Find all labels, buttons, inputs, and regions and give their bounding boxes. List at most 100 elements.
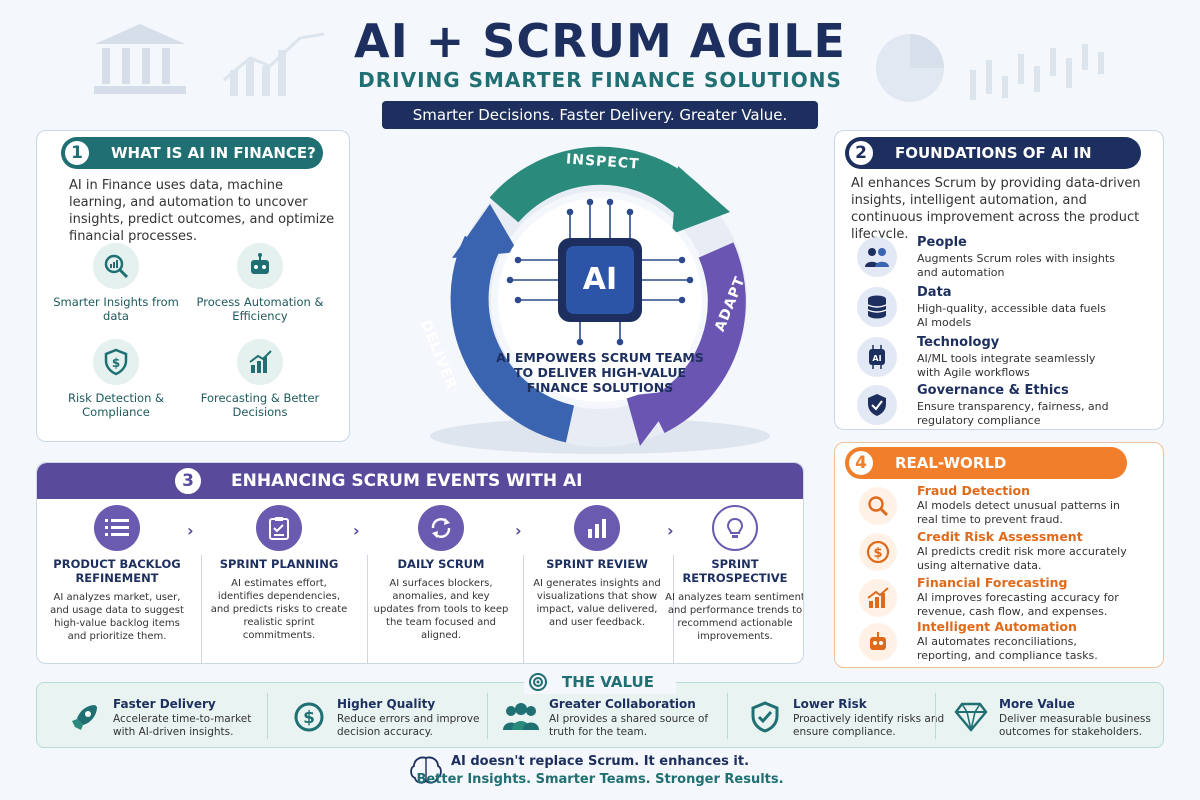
application-title: Intelligent Automation	[917, 619, 1077, 634]
section-2-item: People Augments Scrum roles with insight…	[857, 235, 1177, 281]
page-title: AI + SCRUM AGILE	[354, 14, 846, 68]
application-title: Fraud Detection	[917, 483, 1031, 498]
value-item-title: Greater Collaboration	[549, 697, 696, 711]
section-1-item: Forecasting & Better Decisions	[185, 339, 335, 419]
scrum-cycle-diagram	[430, 146, 770, 454]
section-4-title: REAL-WORLD APPLICATIONS	[895, 454, 1018, 504]
section-3-card: 3 ENHANCING SCRUM EVENTS WITH AI PRODUCT…	[36, 462, 804, 664]
application-item: $ Credit Risk Assessment AI predicts cre…	[847, 529, 1167, 579]
section-1-number: 1	[63, 139, 91, 167]
value-item-title: Higher Quality	[337, 697, 436, 711]
divider	[727, 693, 728, 739]
database-icon	[857, 287, 897, 327]
section-4-card: 4 REAL-WORLD APPLICATIONS Fraud Detectio…	[834, 442, 1164, 668]
growth-chart-icon	[223, 32, 325, 96]
ai-chip-icon: AI	[857, 337, 897, 377]
section-1-header: 1 WHAT IS AI IN FINANCE?	[61, 137, 323, 169]
scrum-event-desc: AI analyzes team sentiment and performan…	[665, 592, 804, 642]
section-3-header: 3 ENHANCING SCRUM EVENTS WITH AI	[37, 463, 803, 499]
section-1-description: AI in Finance uses data, machine learnin…	[69, 178, 335, 244]
footer-line-1: AI doesn't replace Scrum. It enhances it…	[450, 754, 750, 769]
diamond-icon	[951, 697, 991, 737]
svg-text:AI: AI	[872, 354, 881, 363]
magnifier-chart-icon	[93, 243, 139, 289]
lightbulb-icon	[712, 505, 758, 551]
section-1-item-label: Risk Detection & Compliance	[68, 391, 164, 419]
value-item-desc: AI provides a shared source of truth for…	[549, 713, 709, 738]
section-1-title: WHAT IS AI IN FINANCE?	[111, 144, 316, 162]
svg-text:$: $	[112, 356, 120, 370]
pie-chart-icon	[876, 34, 944, 102]
value-item-title: Faster Delivery	[113, 697, 216, 711]
scrum-event-desc: AI surfaces blockers, anomalies, and key…	[373, 578, 509, 641]
scrum-event-desc: AI analyzes market, user, and usage data…	[50, 592, 184, 642]
scrum-event: SPRINT RETROSPECTIVE AI analyzes team se…	[665, 505, 804, 643]
center-message: AI EMPOWERS SCRUM TEAMS TO DELIVER HIGH-…	[496, 350, 704, 395]
application-item: Fraud Detection AI models detect unusual…	[847, 483, 1167, 533]
chevron-right-icon: ›	[353, 521, 360, 540]
shield-dollar-icon: $	[93, 339, 139, 385]
scrum-event: SPRINT REVIEW AI generates insights and …	[527, 505, 667, 629]
shield-check-icon	[745, 697, 785, 737]
scrum-event: PRODUCT BACKLOG REFINEMENT AI analyzes m…	[47, 505, 187, 643]
section-3-title: ENHANCING SCRUM EVENTS WITH AI	[231, 471, 583, 491]
application-desc: AI predicts credit risk more accurately …	[917, 545, 1127, 572]
chevron-right-icon: ›	[515, 521, 522, 540]
scrum-event-title: SPRINT RETROSPECTIVE	[682, 557, 788, 585]
divider	[673, 555, 674, 663]
application-desc: AI automates reconciliations, reporting,…	[917, 635, 1098, 662]
svg-text:$: $	[303, 708, 315, 728]
candlestick-chart-icon	[970, 44, 1104, 100]
robot-icon	[237, 243, 283, 289]
ai-chip-label: AI	[582, 262, 618, 297]
section-2-item-title: Data	[917, 285, 952, 300]
scrum-event-desc: AI estimates effort, identifies dependen…	[210, 578, 348, 641]
scrum-event-desc: AI generates insights and visualizations…	[533, 578, 661, 628]
divider	[487, 693, 488, 739]
section-2-item-title: Governance & Ethics	[917, 383, 1069, 398]
clipboard-icon	[256, 505, 302, 551]
application-item: Intelligent Automation AI automates reco…	[847, 619, 1167, 669]
svg-text:$: $	[873, 546, 882, 561]
brain-icon	[410, 756, 442, 784]
section-2-number: 2	[847, 139, 875, 167]
shield-check-icon	[857, 385, 897, 425]
section-1-card: 1 WHAT IS AI IN FINANCE? AI in Finance u…	[36, 130, 350, 442]
bar-chart-icon	[574, 505, 620, 551]
section-2-item: Data High-quality, accessible data fuels…	[857, 285, 1177, 331]
divider	[523, 555, 524, 663]
people-icon	[857, 237, 897, 277]
divider	[201, 555, 202, 663]
trend-chart-icon	[237, 339, 283, 385]
dollar-circle-icon: $	[859, 533, 897, 571]
value-item-title: Lower Risk	[793, 697, 867, 711]
scrum-event-title: SPRINT PLANNING	[219, 557, 339, 571]
search-icon	[859, 487, 897, 525]
robot-icon	[859, 623, 897, 661]
application-item: Financial Forecasting AI improves foreca…	[847, 575, 1167, 625]
value-item-desc: Proactively identify risks and ensure co…	[793, 713, 945, 738]
section-1-item-label: Process Automation & Efficiency	[196, 295, 324, 323]
section-1-item: Process Automation & Efficiency	[185, 243, 335, 323]
section-2-item-desc: AI/ML tools integrate seamlessly with Ag…	[917, 352, 1096, 379]
section-2-item: Governance & Ethics Ensure transparency,…	[857, 383, 1177, 429]
target-icon	[529, 673, 547, 691]
dollar-circle-icon: $	[289, 697, 329, 737]
section-2-item-desc: Augments Scrum roles with insights and a…	[917, 252, 1115, 279]
list-icon	[94, 505, 140, 551]
divider	[267, 693, 268, 739]
section-2-item-title: Technology	[917, 335, 1000, 350]
section-2-item-title: People	[917, 235, 967, 250]
section-2-item: AI Technology AI/ML tools integrate seam…	[857, 335, 1177, 381]
divider	[367, 555, 368, 663]
value-item-desc: Accelerate time-to-market with AI-driven…	[113, 713, 252, 738]
scrum-event-title: SPRINT REVIEW	[546, 557, 648, 571]
footer-line-2: Better Insights. Smarter Teams. Stronger…	[416, 772, 784, 787]
refresh-icon	[418, 505, 464, 551]
section-2-title: FOUNDATIONS OF AI IN SCRUM	[895, 144, 1092, 194]
section-1-item: Smarter Insights from data	[41, 243, 191, 323]
team-icon	[501, 697, 541, 737]
section-4-number: 4	[847, 449, 875, 477]
value-item-title: More Value	[999, 697, 1075, 711]
value-item-desc: Reduce errors and improve decision accur…	[337, 713, 480, 738]
